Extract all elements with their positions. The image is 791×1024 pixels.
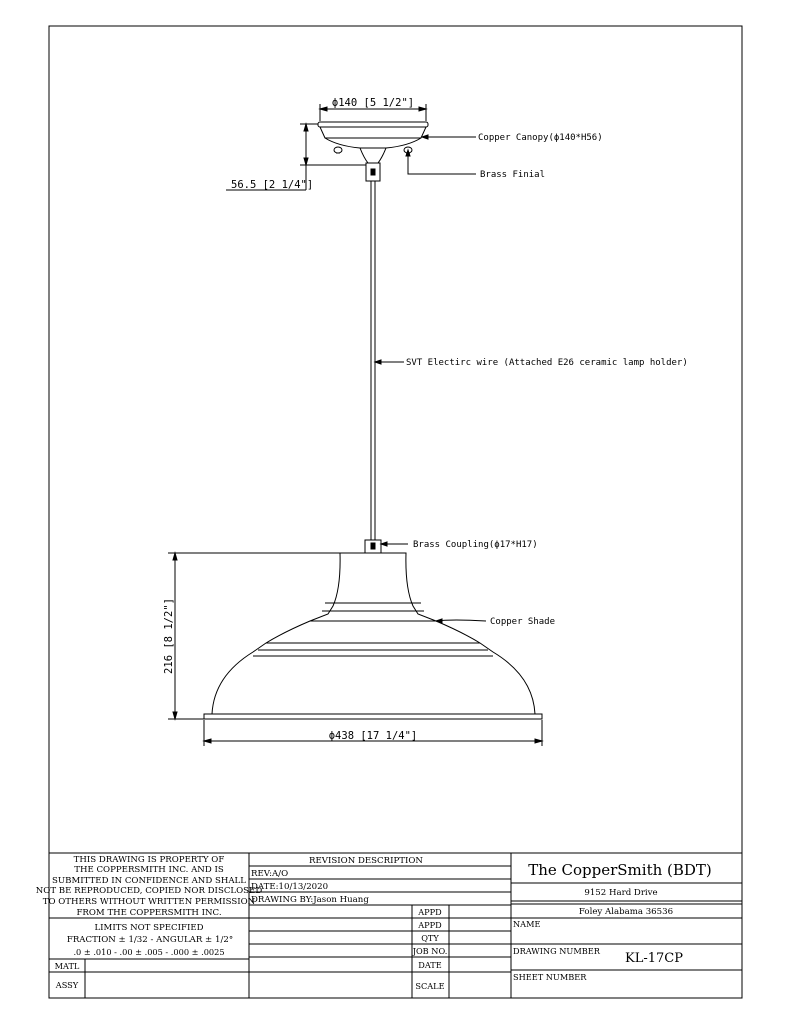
fraction-tolerance: FRACTION ± 1/32 - ANGULAR ± 1/2° <box>67 935 233 945</box>
company-name: The CopperSmith (BDT) <box>528 861 712 879</box>
pendant-lamp-drawing <box>168 104 544 746</box>
drawing-number-label: DRAWING NUMBER <box>513 946 601 956</box>
dim-shade-diameter <box>202 720 544 746</box>
drawn-by-value: DRAWING BY:Jason Huang <box>251 895 369 905</box>
title-block-middle: REVISION DESCRIPTION REV:A/O DATE:10/13/… <box>251 856 447 991</box>
coupling-label: Brass Coupling(ϕ17*H17) <box>413 540 538 550</box>
copper-canopy <box>317 121 429 149</box>
brass-coupling <box>364 539 382 554</box>
finial-label: Brass Finial <box>480 170 545 180</box>
decimal-tolerance: .0 ± .010 - .00 ± .005 - .000 ± .0025 <box>73 947 224 957</box>
assy-label: ASSY <box>55 980 79 990</box>
date-label: DATE <box>418 960 441 970</box>
dim-shade-height <box>168 551 340 721</box>
title-block-lines <box>49 852 742 998</box>
job-no-label: JOB NO. <box>412 946 448 956</box>
address-line-1: 9152 Hard Drive <box>584 888 657 898</box>
date-value: DATE:10/13/2020 <box>251 882 328 892</box>
shade-label: Copper Shade <box>490 617 555 627</box>
drawing-border <box>48 25 743 999</box>
wire-label: SVT Electirc wire (Attached E26 ceramic … <box>406 358 688 368</box>
shade-diameter-label: ϕ438 [17 1/4"] <box>329 730 418 742</box>
name-label: NAME <box>513 919 540 929</box>
address-line-2: Foley Alabama 36536 <box>579 907 673 917</box>
title-block-right: The CopperSmith (BDT) 9152 Hard Drive Fo… <box>513 861 712 982</box>
dim-canopy-drop <box>226 122 366 191</box>
copper-shade <box>203 552 543 720</box>
shade-height-label: 216 [8 1/2"] <box>163 598 175 674</box>
appd-label-1: APPD <box>417 907 442 917</box>
title-block-left: THIS DRAWING IS PROPERTY OF THE COPPERSM… <box>36 855 263 990</box>
notice-line-2: THE COPPERSMITH INC. AND IS <box>74 865 224 875</box>
appd-label-2: APPD <box>417 920 442 930</box>
notice-line-5: TO OTHERS WITHOUT WRITTEN PERMISSION <box>43 897 256 907</box>
notice-line-1: THIS DRAWING IS PROPERTY OF <box>74 855 225 865</box>
dim-canopy-diameter <box>318 104 428 121</box>
canopy-diameter-label: ϕ140 [5 1/2"] <box>332 97 414 109</box>
notice-line-6: FROM THE COPPERSMITH INC. <box>76 908 221 918</box>
matl-label: MATL <box>55 961 80 971</box>
qty-label: QTY <box>421 933 439 943</box>
canopy-drop-label: 56.5 [2 1/4"] <box>231 179 313 191</box>
notice-line-4: NOT BE REPRODUCED, COPIED NOR DISCLOSED <box>36 886 263 896</box>
limits-title: LIMITS NOT SPECIFIED <box>94 923 203 933</box>
canopy-label: Copper Canopy(ϕ140*H56) <box>478 133 603 143</box>
rev-value: REV:A/O <box>251 869 288 879</box>
brass-finial <box>365 162 381 182</box>
svt-wire <box>370 181 376 540</box>
drawing-number-value: KL-17CP <box>625 951 683 966</box>
leader-lines <box>373 134 487 624</box>
notice-line-3: SUBMITTED IN CONFIDENCE AND SHALL <box>52 876 246 886</box>
revision-header: REVISION DESCRIPTION <box>309 856 423 866</box>
scale-label: SCALE <box>415 981 444 991</box>
sheet-number-label: SHEET NUMBER <box>513 972 587 982</box>
